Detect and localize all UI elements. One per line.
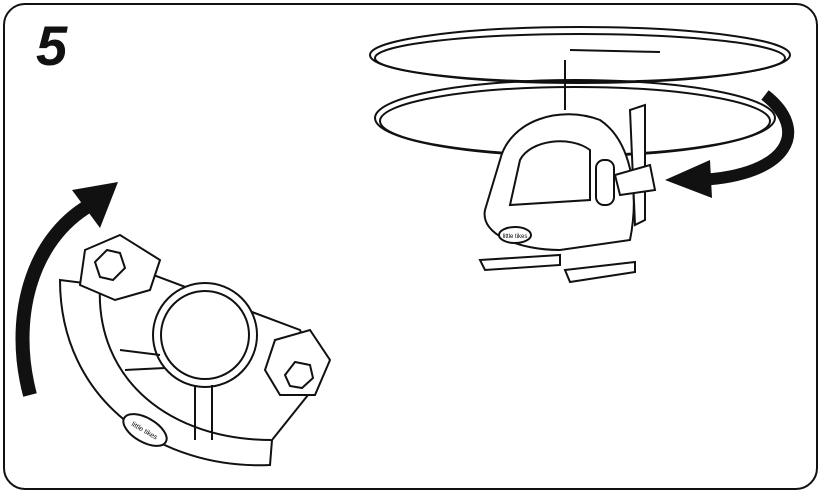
helicopter-logo: little tikes <box>503 234 528 240</box>
helicopter-rotate-arrow-icon <box>665 90 795 198</box>
controller-rotate-arrow-icon <box>15 182 118 397</box>
step-number: 5 <box>36 14 68 77</box>
remote-controller <box>58 233 332 467</box>
helicopter <box>478 103 657 284</box>
panel-frame <box>3 3 818 490</box>
